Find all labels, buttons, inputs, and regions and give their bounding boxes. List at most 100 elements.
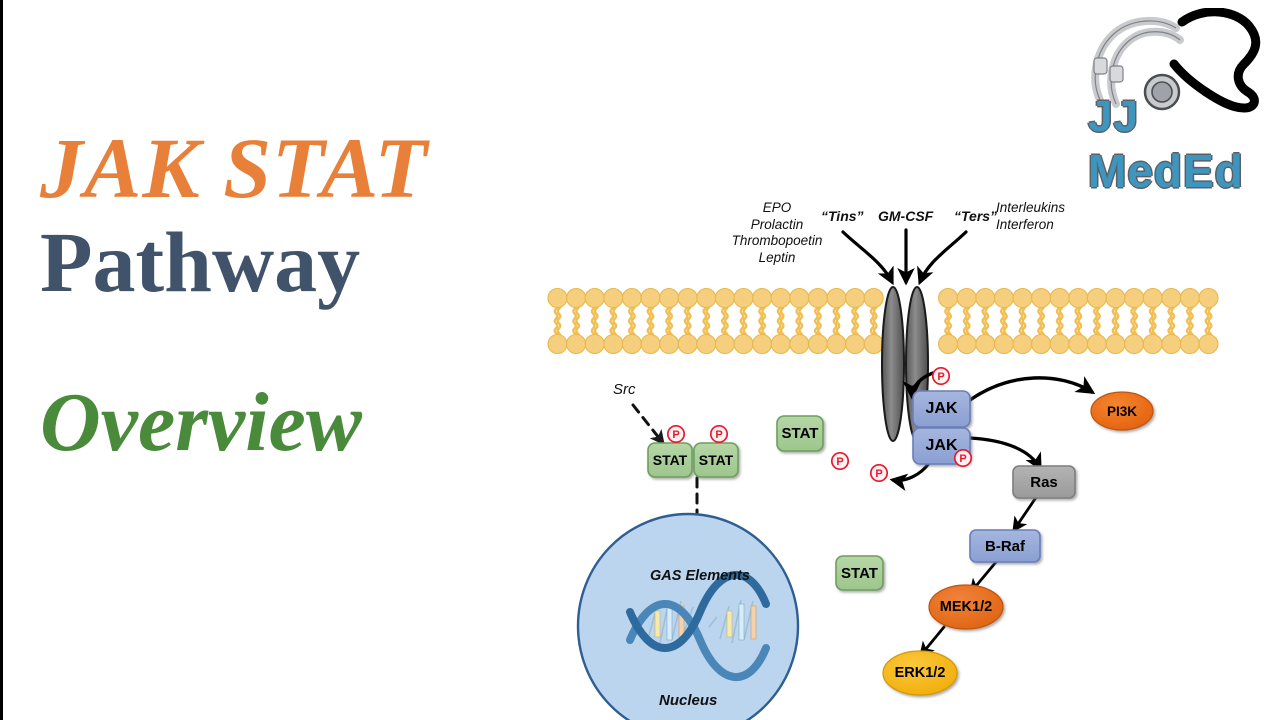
lipid-tail-upper <box>1167 302 1173 340</box>
lipid-tail-upper <box>869 302 875 340</box>
ligand-prolactin: Prolactin <box>750 216 804 232</box>
lipid-head-upper <box>547 287 568 309</box>
lipid-tail-upper <box>813 302 819 340</box>
lipid-head-upper <box>584 287 605 309</box>
lipid-tail-upper <box>1204 302 1210 340</box>
ligand-group-right: Interleukins Interferon <box>996 200 1065 233</box>
lipid-head-upper <box>696 287 717 309</box>
lipid-tail-upper <box>1185 302 1191 340</box>
ligand-tins: “Tins” <box>821 208 864 224</box>
dashed-arrows <box>631 403 705 573</box>
lipid-tail-upper <box>1037 302 1043 340</box>
lipid-tail-upper <box>609 302 615 340</box>
lipid-tail-upper <box>981 302 987 340</box>
phosphate-stat-dimer-b: P <box>709 424 729 444</box>
mek-node[interactable] <box>928 584 1004 630</box>
stat-dimer-subunit-a[interactable] <box>647 442 693 478</box>
jak-top[interactable] <box>912 390 971 428</box>
phosphate-receptor-tail: P <box>931 366 951 386</box>
lipid-head-lower <box>714 333 735 355</box>
src-label: Src <box>613 381 636 398</box>
lipid-tail-upper <box>1018 302 1024 340</box>
lipid-head-lower <box>677 333 698 355</box>
lipid-head-lower <box>621 333 642 355</box>
erk-node[interactable] <box>882 650 958 696</box>
pi3k-node[interactable] <box>1090 391 1154 431</box>
lipid-head-upper <box>956 287 977 309</box>
stat-free-upper[interactable] <box>776 415 824 452</box>
lipid-tail-lower <box>854 302 860 340</box>
lipid-head-lower <box>1198 333 1219 355</box>
lipid-head-upper <box>1142 287 1163 309</box>
receptor-chain-left[interactable] <box>881 286 905 442</box>
nucleus[interactable] <box>576 512 800 720</box>
lipid-tail-upper <box>720 302 726 340</box>
plasma-membrane <box>547 287 1219 355</box>
lipid-head-upper <box>1198 287 1219 309</box>
lipid-head-upper <box>863 287 884 309</box>
page-title-line1: JAK STAT <box>40 120 428 216</box>
lipid-tail-lower <box>1170 302 1176 340</box>
lipid-head-lower <box>1161 333 1182 355</box>
lipid-head-upper <box>770 287 791 309</box>
lipid-head-upper <box>975 287 996 309</box>
lipid-tail-lower <box>649 302 655 340</box>
lipid-tail-upper <box>627 302 633 340</box>
lipid-head-lower <box>566 333 587 355</box>
lipid-head-upper <box>807 287 828 309</box>
lipid-head-upper <box>845 287 866 309</box>
lipid-tail-lower <box>1095 302 1101 340</box>
left-edge-bar <box>0 0 3 720</box>
phosphate-label: P <box>937 371 944 383</box>
braf-node[interactable] <box>969 529 1041 563</box>
lipid-tail-upper <box>1074 302 1080 340</box>
lipid-tail-upper <box>702 302 708 340</box>
phosphate-jak-bottom: P <box>953 448 973 468</box>
brand-logo[interactable]: JJ MedEd <box>1060 8 1275 198</box>
gas-elements-label: GAS Elements <box>650 568 750 584</box>
lipid-head-upper <box>789 287 810 309</box>
phosphate-released: P <box>869 463 889 483</box>
lipid-head-lower <box>1086 333 1107 355</box>
lipid-tail-upper <box>553 302 559 340</box>
lipid-head-lower <box>845 333 866 355</box>
lipid-head-upper <box>826 287 847 309</box>
lipid-tail-lower <box>835 302 841 340</box>
lipid-tail-lower <box>779 302 785 340</box>
lipid-head-lower <box>956 333 977 355</box>
lipid-head-lower <box>752 333 773 355</box>
lipid-tail-lower <box>798 302 804 340</box>
lipid-head-upper <box>677 287 698 309</box>
lipid-tail-lower <box>1058 302 1064 340</box>
lipid-head-upper <box>1161 287 1182 309</box>
lipid-head-upper <box>1049 287 1070 309</box>
phosphate-label: P <box>672 429 679 441</box>
stat-free-lower[interactable] <box>835 555 884 591</box>
lipid-head-lower <box>1012 333 1033 355</box>
lipid-tail-lower <box>630 302 636 340</box>
phosphate-stat-dimer-a: P <box>666 424 686 444</box>
lipid-tail-lower <box>723 302 729 340</box>
ras-node[interactable] <box>1012 465 1076 499</box>
stat-dimer-subunit-b[interactable] <box>693 442 739 478</box>
lipid-tail-upper <box>1148 302 1154 340</box>
lipid-tail-lower <box>1207 302 1213 340</box>
lipid-tail-lower <box>575 302 581 340</box>
lipid-tail-upper <box>999 302 1005 340</box>
lipid-head-upper <box>1068 287 1089 309</box>
lipid-tail-lower <box>705 302 711 340</box>
lipid-head-upper <box>752 287 773 309</box>
lipid-head-lower <box>807 333 828 355</box>
lipid-head-upper <box>938 287 959 309</box>
lipid-head-upper <box>1124 287 1145 309</box>
phosphate-label: P <box>959 453 966 465</box>
lipid-head-upper <box>621 287 642 309</box>
jak-to-pi3k-arrow <box>968 376 1096 402</box>
lipid-head-lower <box>1068 333 1089 355</box>
jak-to-ras-arrow <box>968 436 1042 472</box>
lipid-tail-upper <box>851 302 857 340</box>
ligand-thrombopoetin: Thrombopoetin <box>731 233 823 248</box>
ligand-epo: EPO <box>762 200 792 215</box>
